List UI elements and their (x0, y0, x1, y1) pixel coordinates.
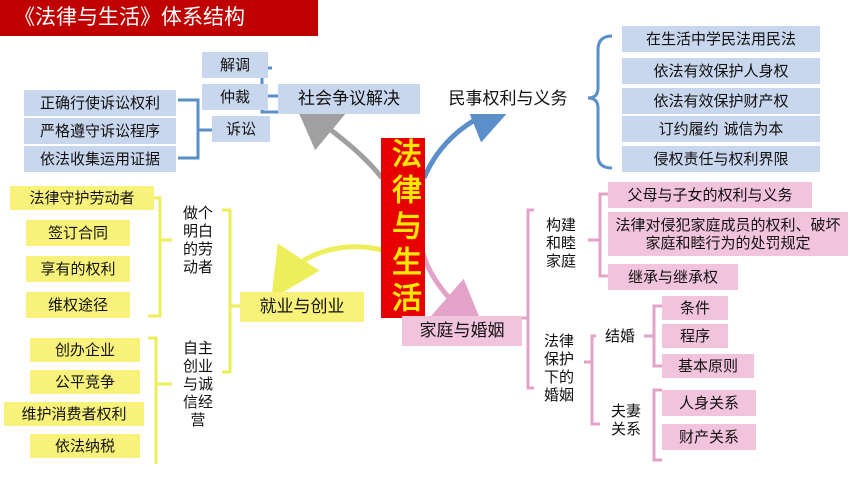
worker-item: 享有的权利 (26, 256, 130, 282)
dispute-method: 诉讼 (212, 116, 270, 142)
civil-item: 订约履约 诚信为本 (622, 116, 820, 142)
bracket-litigation (178, 98, 212, 160)
arrow-to-dispute (292, 98, 384, 180)
startup-node: 自主创业与诚信经营 (174, 328, 222, 440)
harmony-item: 法律对侵犯家庭成员的权利、破坏家庭和睦行为的处罚规定 (608, 212, 848, 256)
worker-node: 做个明白的劳动者 (174, 194, 222, 286)
litigation-item: 依法收集运用证据 (24, 146, 176, 172)
family-node: 家庭与婚姻 (402, 316, 522, 346)
couple-item: 人身关系 (662, 390, 756, 416)
worker-item: 法律守护劳动者 (10, 186, 154, 210)
couple-item: 财产关系 (662, 424, 756, 450)
marriage-node: 法律保护下的婚姻 (534, 322, 584, 414)
civil-rights-node: 民事权利与义务 (428, 84, 588, 114)
startup-item: 依法纳税 (30, 434, 140, 458)
brace-civil (587, 34, 613, 170)
worker-item: 签订合同 (26, 220, 130, 246)
wedding-node: 结婚 (596, 322, 644, 350)
couple-node: 夫妻关系 (604, 396, 648, 444)
bracket-employment (222, 208, 240, 374)
wedding-item: 程序 (662, 324, 728, 348)
arrow-to-civil (421, 96, 519, 179)
startup-item: 公平竞争 (30, 370, 140, 394)
worker-item: 维权途径 (26, 292, 130, 318)
startup-item: 创办企业 (30, 338, 140, 362)
litigation-item: 严格遵守诉讼程序 (24, 118, 176, 144)
litigation-item: 正确行使诉讼权利 (24, 90, 176, 116)
civil-item: 在生活中学民法用民法 (622, 26, 820, 52)
bracket-wedding (644, 304, 662, 368)
bracket-startup (148, 336, 172, 464)
harmony-node: 构建和睦家庭 (534, 206, 588, 280)
employment-node: 就业与创业 (240, 292, 364, 322)
bracket-family (522, 208, 534, 390)
wedding-item: 条件 (662, 296, 728, 320)
wedding-item: 基本原则 (662, 354, 754, 378)
harmony-item: 继承与继承权 (608, 264, 738, 290)
bracket-harmony (588, 192, 608, 278)
page-title: 《法律与生活》体系结构 (0, 0, 318, 36)
dispute-method: 解调 (202, 52, 268, 78)
startup-item: 维护消费者权利 (4, 402, 144, 426)
bracket-worker (148, 196, 172, 318)
bracket-couple (652, 388, 662, 462)
arrow-to-family (419, 249, 485, 331)
dispute-node: 社会争议解决 (278, 84, 420, 114)
center-node: 法律与生活 (381, 138, 425, 318)
civil-item: 侵权责任与权利界限 (622, 146, 820, 172)
civil-item: 依法有效保护财产权 (622, 88, 820, 114)
arrow-to-employment (271, 243, 383, 299)
harmony-item: 父母与子女的权利与义务 (608, 182, 812, 208)
civil-item: 依法有效保护人身权 (622, 58, 820, 84)
dispute-method: 仲裁 (202, 84, 268, 110)
